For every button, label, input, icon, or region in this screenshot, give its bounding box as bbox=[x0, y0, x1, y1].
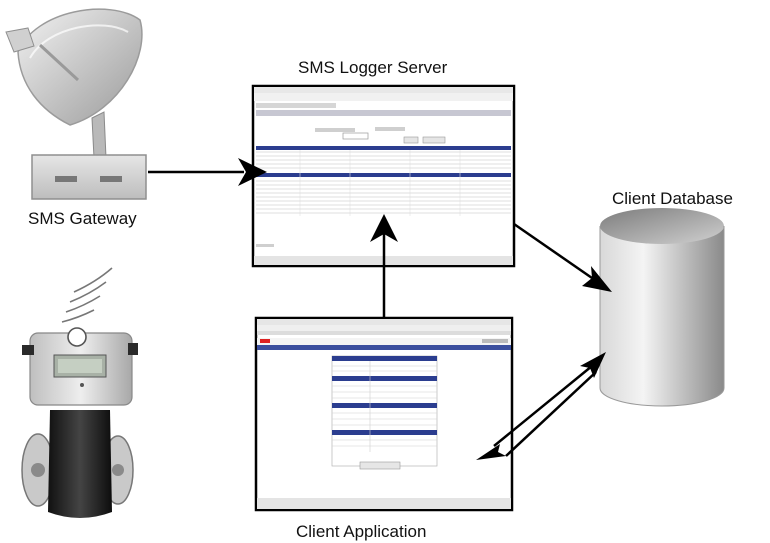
database-cylinder-icon bbox=[599, 208, 725, 407]
arrow-server-to-database bbox=[513, 222, 612, 292]
arrow-gateway-to-server bbox=[148, 158, 267, 186]
satellite-dish-icon bbox=[5, 8, 143, 159]
arrow-app-to-server bbox=[370, 214, 398, 318]
gateway-label: SMS Gateway bbox=[28, 209, 137, 228]
gateway-box bbox=[31, 154, 147, 200]
arrow-app-to-database bbox=[505, 352, 606, 457]
radio-waves-icon bbox=[61, 267, 113, 323]
client-app-label: Client Application bbox=[296, 522, 427, 541]
arrow-database-to-app bbox=[476, 365, 593, 460]
database-label: Client Database bbox=[612, 189, 733, 208]
flow-meter-device bbox=[21, 267, 138, 518]
client-application-window bbox=[254, 316, 514, 512]
logger-server-label: SMS Logger Server bbox=[298, 58, 448, 77]
